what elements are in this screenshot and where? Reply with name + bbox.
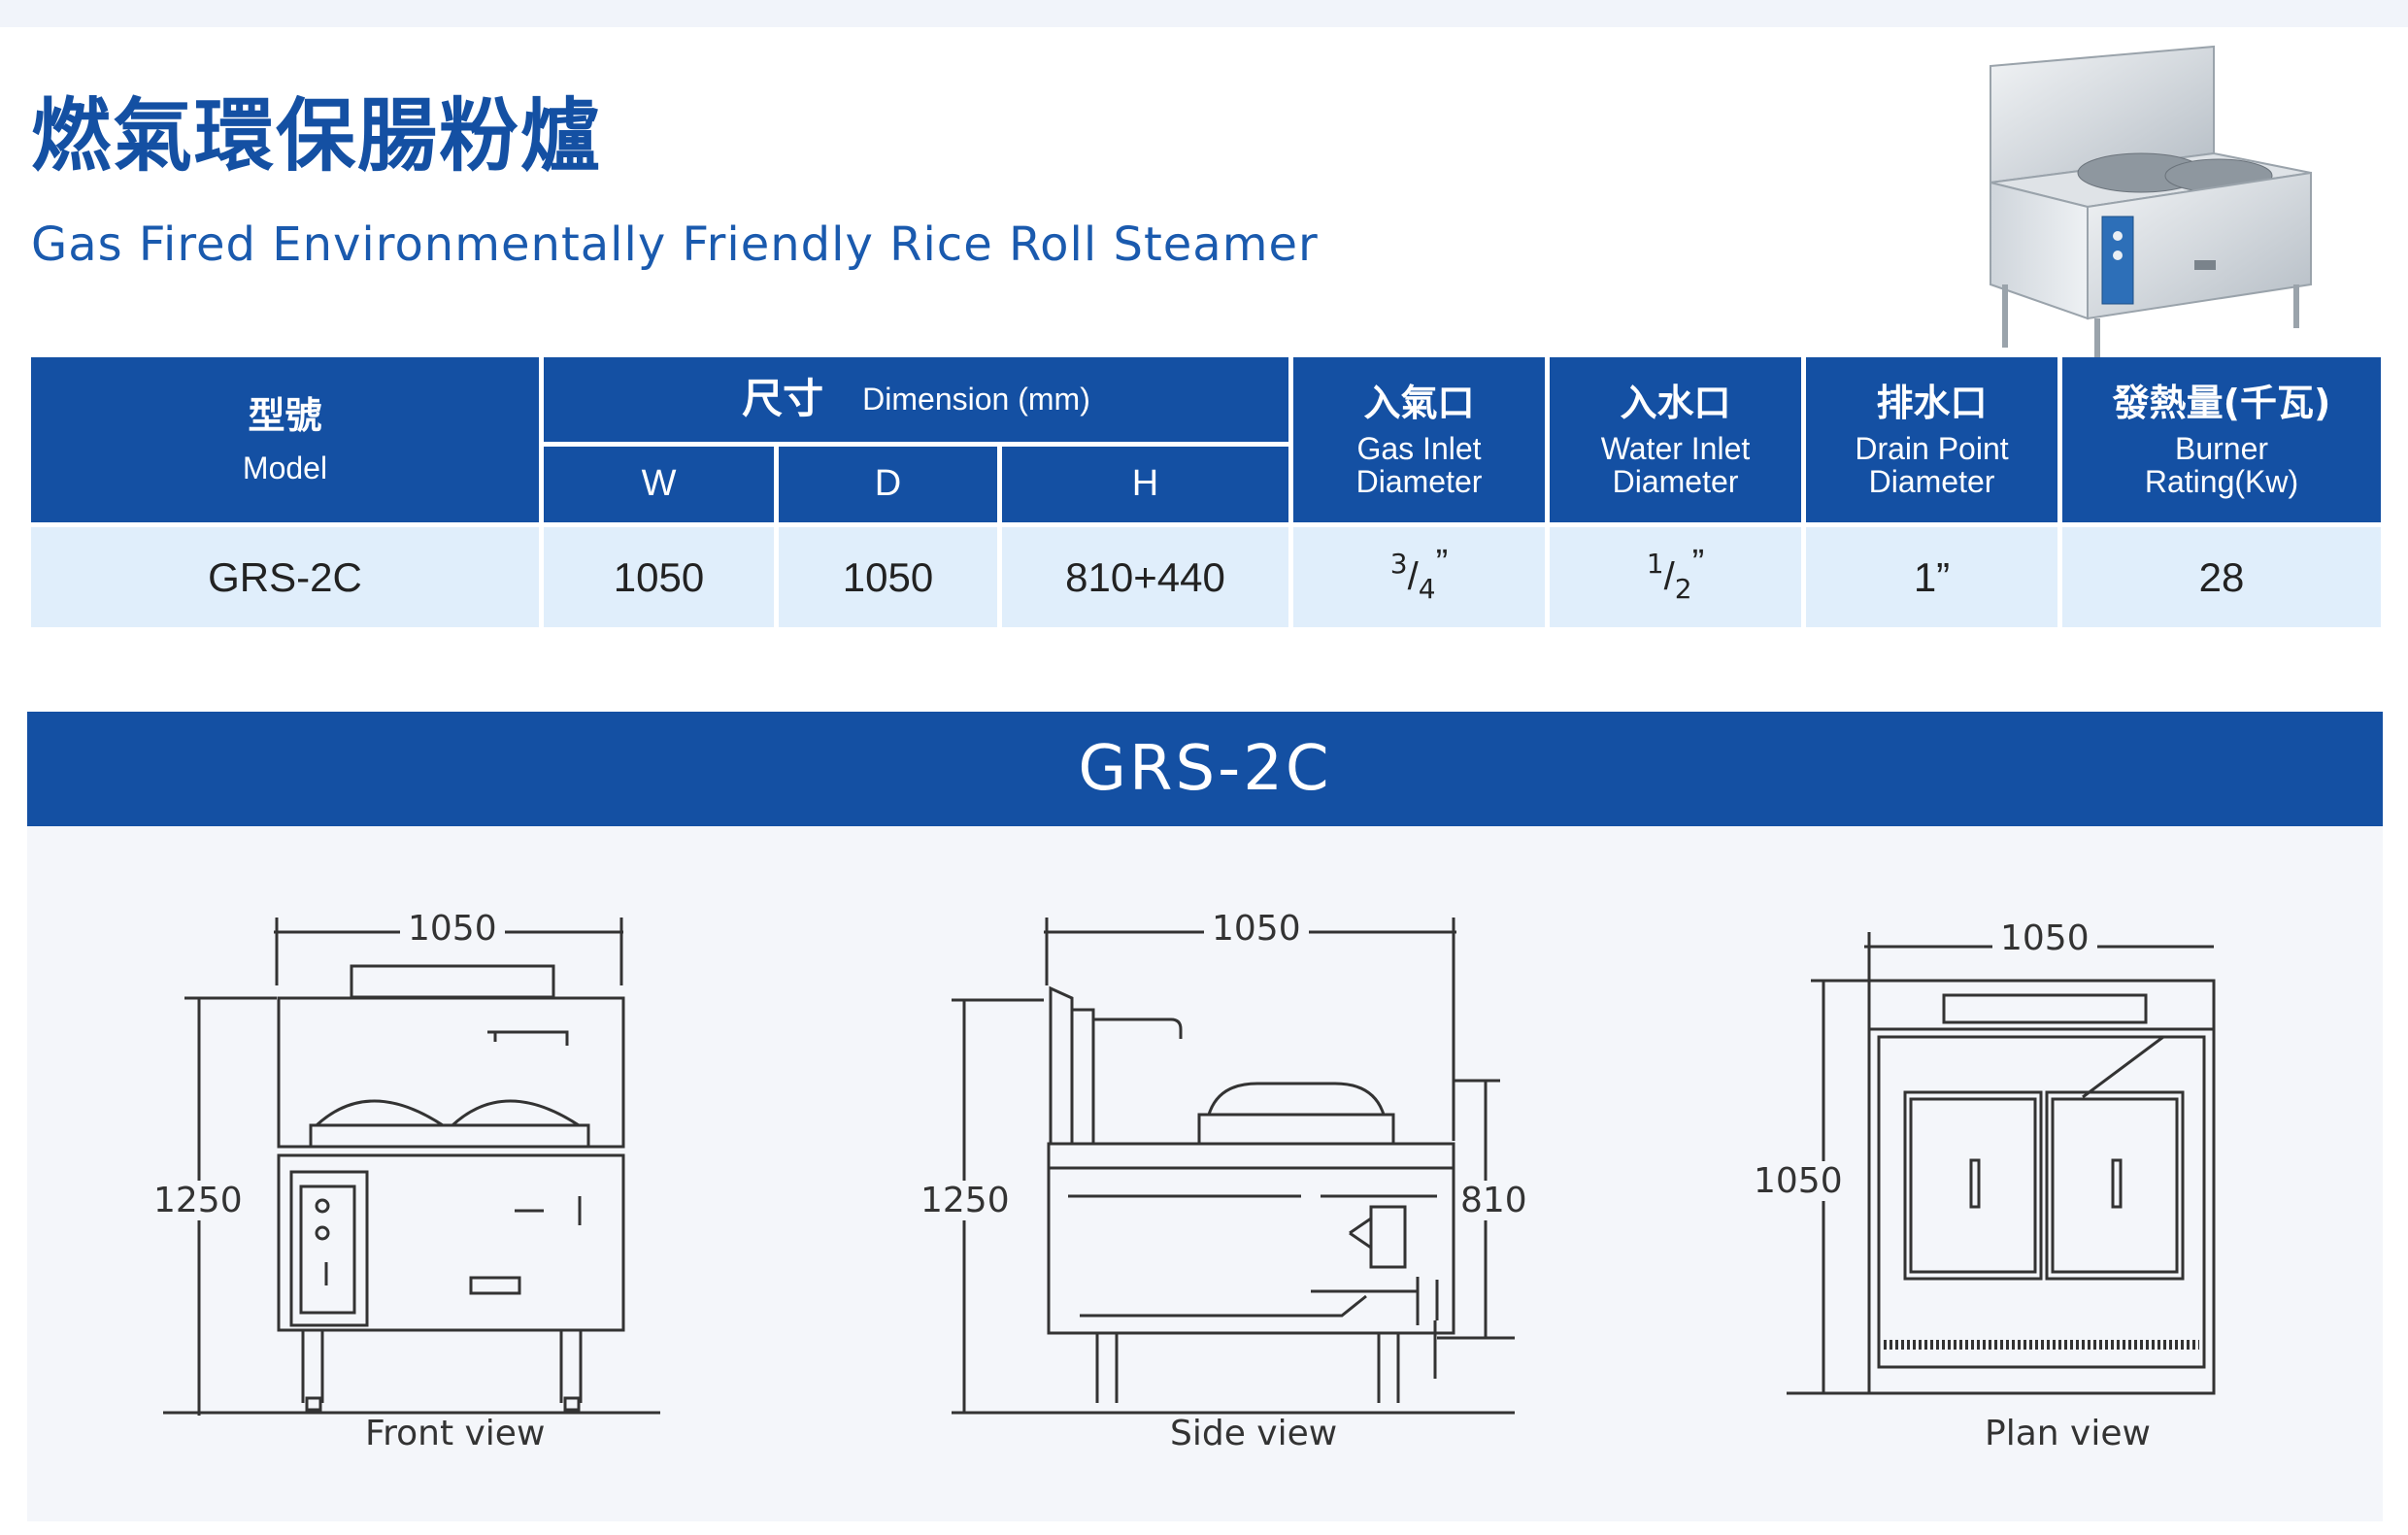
header-burner: 發熱量(千瓦) Burner Rating(Kw) — [2062, 357, 2381, 522]
page-title-en: Gas Fired Environmentally Friendly Rice … — [31, 217, 1319, 272]
plan-width-dim: 1050 — [1992, 918, 2097, 958]
header-w: W — [544, 447, 774, 522]
cell-water-numerator: 1 — [1646, 548, 1664, 580]
front-view-drawing — [163, 918, 660, 1416]
side-view-label: Side view — [1170, 1414, 1338, 1453]
header-dimension-zh: 尺寸 — [742, 375, 824, 423]
side-height-dim: 1250 — [920, 1181, 1010, 1220]
header-h: H — [1002, 447, 1288, 522]
header-h-label: H — [1131, 463, 1159, 505]
cell-gas-numerator: 3 — [1389, 548, 1408, 580]
cell-w: 1050 — [544, 527, 774, 627]
cell-drain-value: 1” — [1913, 553, 1951, 600]
cell-h: 810+440 — [1002, 527, 1288, 627]
header-model: 型號 Model — [31, 357, 539, 522]
front-height-dim: 1250 — [153, 1181, 243, 1220]
cell-gas: 3/4” — [1293, 527, 1545, 627]
header-gas-en-2: Diameter — [1355, 463, 1483, 499]
header-gas-zh: 入氣口 — [1363, 381, 1475, 424]
plan-depth-dim: 1050 — [1754, 1161, 1843, 1201]
header-d-label: D — [874, 463, 902, 505]
cell-burner: 28 — [2062, 527, 2381, 627]
header-drain-zh: 排水口 — [1876, 381, 1988, 424]
header-d: D — [779, 447, 997, 522]
header-drain-en-1: Drain Point — [1855, 431, 2009, 467]
model-banner: GRS-2C — [27, 712, 2383, 826]
header-model-zh: 型號 — [248, 394, 322, 438]
cell-drain: 1” — [1806, 527, 2057, 627]
side-view-drawing — [952, 918, 1515, 1415]
cell-model: GRS-2C — [31, 527, 539, 627]
header-burner-zh: 發熱量(千瓦) — [2112, 381, 2331, 424]
model-banner-text: GRS-2C — [1078, 733, 1332, 805]
cell-model-value: GRS-2C — [208, 553, 362, 600]
header-burner-en-2: Rating(Kw) — [2144, 463, 2299, 499]
cell-burner-value: 28 — [2198, 553, 2245, 600]
header-dimension-en: Dimension (mm) — [862, 381, 1090, 417]
side-inner-dim: 810 — [1456, 1181, 1531, 1220]
header-water-en-1: Water Inlet — [1600, 431, 1751, 467]
header-model-en: Model — [242, 450, 328, 485]
product-photo — [1990, 45, 2312, 357]
page-title-zh: 燃氣環保腸粉爐 — [31, 90, 603, 183]
front-width-dim: 1050 — [400, 909, 505, 949]
cell-w-value: 1050 — [613, 553, 705, 600]
front-view-label: Front view — [365, 1414, 546, 1453]
top-band — [0, 0, 2408, 27]
header-gas-en-1: Gas Inlet — [1356, 431, 1482, 467]
header-burner-en-1: Burner — [2174, 431, 2269, 467]
plan-view-label: Plan view — [1985, 1414, 2151, 1453]
header-water-zh: 入水口 — [1620, 381, 1731, 424]
cell-water-denominator: 2 — [1674, 573, 1692, 605]
cell-gas-denominator: 4 — [1418, 573, 1436, 605]
header-gas: 入氣口 Gas Inlet Diameter — [1293, 357, 1545, 522]
header-water-en-2: Diameter — [1612, 463, 1739, 499]
header-drain-en-2: Diameter — [1868, 463, 1995, 499]
header-water: 入水口 Water Inlet Diameter — [1550, 357, 1801, 522]
plan-view-drawing — [1787, 932, 2216, 1395]
spec-table: 型號 Model 尺寸 Dimension (mm) W D H 入氣口 Gas… — [31, 357, 2381, 627]
cell-water: 1/2” — [1550, 527, 1801, 627]
side-width-dim: 1050 — [1204, 909, 1309, 949]
header-drain: 排水口 Drain Point Diameter — [1806, 357, 2057, 522]
cell-d-value: 1050 — [842, 553, 934, 600]
cell-h-value: 810+440 — [1065, 553, 1225, 600]
header-w-label: W — [641, 463, 677, 505]
header-dimension: 尺寸 Dimension (mm) — [544, 357, 1288, 442]
cell-d: 1050 — [779, 527, 997, 627]
